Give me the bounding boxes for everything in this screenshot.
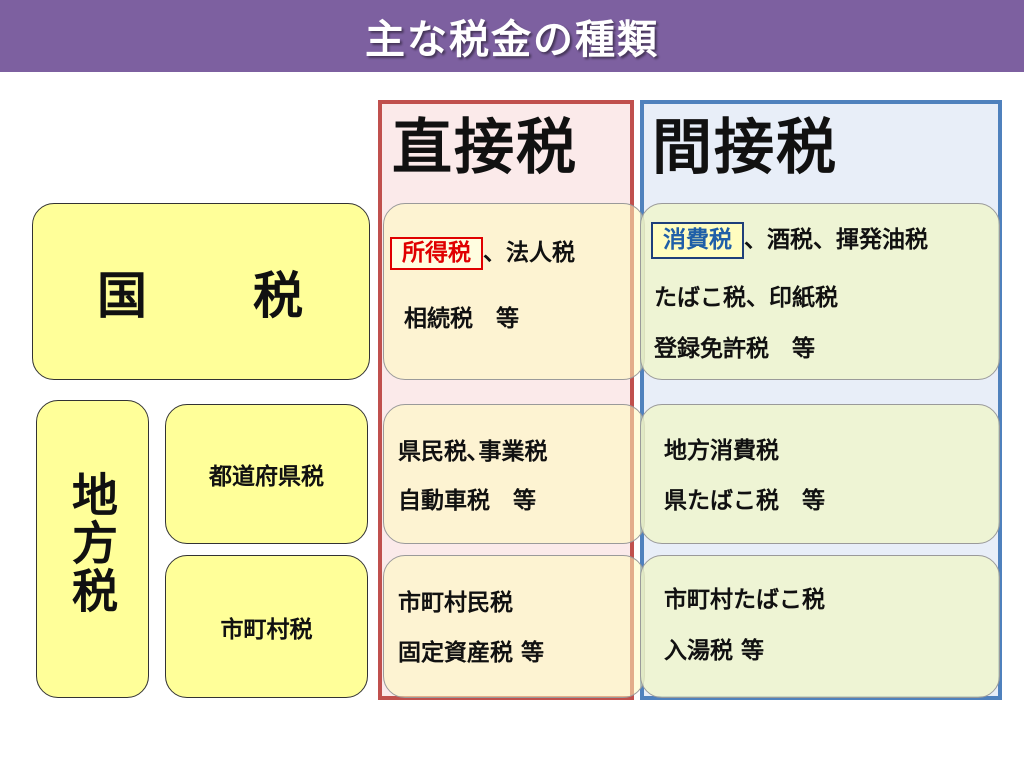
- municipal-direct-line2: 固定資産税 等: [398, 640, 545, 666]
- national-direct-line1: 所得税、法人税: [390, 237, 575, 270]
- municipal-indirect-line1: 市町村たばこ税: [664, 587, 825, 613]
- national-tax-label: 国 税: [32, 203, 370, 380]
- prefectural-direct-cell: [383, 404, 645, 544]
- local-tax-label: 地方税: [36, 400, 149, 698]
- prefectural-indirect-cell: [640, 404, 1000, 544]
- national-direct-line1-rest: 、法人税: [483, 240, 575, 266]
- prefectural-indirect-line2: 県たばこ税 等: [664, 488, 825, 514]
- prefectural-indirect-line1: 地方消費税: [664, 438, 779, 464]
- income-tax-highlight: 所得税: [390, 237, 483, 270]
- prefectural-direct-line2: 自動車税 等: [398, 488, 536, 514]
- page-title: 主な税金の種類: [365, 17, 659, 63]
- national-direct-cell: [383, 203, 645, 380]
- municipal-indirect-line2: 入湯税 等: [664, 638, 765, 664]
- municipal-tax-label: 市町村税: [165, 555, 368, 698]
- municipal-indirect-cell: [640, 555, 1000, 698]
- direct-tax-heading: 直接税: [392, 113, 578, 183]
- indirect-tax-heading: 間接税: [652, 113, 838, 183]
- prefectural-tax-label: 都道府県税: [165, 404, 368, 544]
- local-tax-label-text: 地方税: [65, 471, 119, 615]
- national-tax-label-text: 国 税: [97, 266, 305, 325]
- title-bar: 主な税金の種類: [0, 0, 1024, 72]
- municipal-direct-cell: [383, 555, 645, 698]
- national-direct-line2: 相続税 等: [404, 306, 519, 332]
- municipal-tax-label-text: 市町村税: [220, 616, 313, 643]
- consumption-tax-highlight: 消費税: [651, 222, 744, 259]
- national-indirect-line1: 消費税、酒税、揮発油税: [651, 222, 928, 259]
- prefectural-tax-label-text: 都道府県税: [209, 464, 324, 490]
- prefectural-direct-line1: 県民税､事業税: [398, 439, 548, 465]
- national-indirect-line3: 登録免許税 等: [654, 336, 815, 362]
- national-indirect-line2: たばこ税、印紙税: [654, 285, 838, 311]
- national-indirect-line1-rest: 、酒税、揮発油税: [744, 227, 928, 253]
- municipal-direct-line1: 市町村民税: [398, 590, 513, 616]
